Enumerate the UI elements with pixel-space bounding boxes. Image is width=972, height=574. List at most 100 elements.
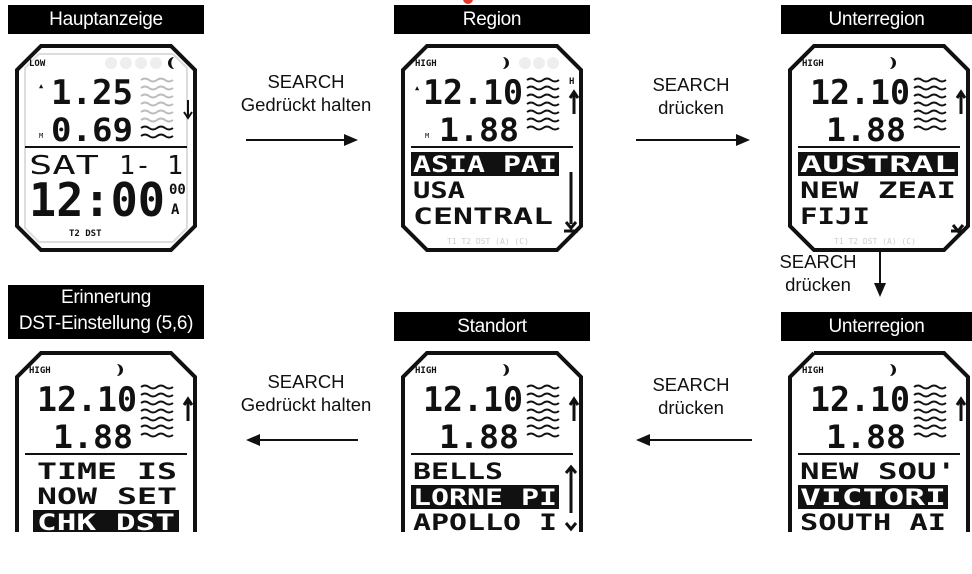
tide-height-mid: 1.88 <box>826 111 906 149</box>
tide-height-mid: 1.88 <box>826 418 906 456</box>
button-action: Gedrückt halten <box>240 94 372 115</box>
up-arrow-icon <box>182 396 194 421</box>
list-item: NEW SOU' <box>800 460 956 485</box>
watch-display: HIGH 12.10 1.88 BELLS LORNE PI APOLLO I <box>401 351 583 532</box>
scroll-down-icon <box>951 224 965 234</box>
panel-subregion-1: Unterregion HIGH 12.10 1.88 AUSTRAL NEW … <box>781 5 972 267</box>
moon-icon <box>117 364 123 376</box>
tide-trend-arrow-icon <box>183 100 193 120</box>
panel-subregion-2: Unterregion HIGH 12.10 1.88 NEW SOU' VIC… <box>781 312 972 574</box>
svg-text:M: M <box>425 132 429 140</box>
panel-title: Unterregion <box>781 5 972 34</box>
transition-label: SEARCH drücken <box>636 73 746 119</box>
panel-location: Standort HIGH 12.10 1.88 BELLS LORNE PI … <box>394 312 590 574</box>
list-item: ASIA PAI <box>413 153 557 178</box>
seconds: 00 <box>169 182 186 198</box>
status-indicators: T1 T2 DST (A) (C) <box>834 237 916 246</box>
button-action: Gedrückt halten <box>240 394 372 415</box>
left-arrow-icon <box>636 434 752 446</box>
tide-height-mid: 1.88 <box>439 418 519 456</box>
panel-title-line: DST-Einstellung (5,6) <box>18 313 194 334</box>
tide-height-top: 12.10 <box>423 380 523 420</box>
panel-reminder: Erinnerung DST-Einstellung (5,6) HIGH 12… <box>8 285 204 547</box>
tide-indicator: HIGH <box>415 59 437 69</box>
button-name: SEARCH <box>652 74 730 95</box>
panel-title: Region <box>394 5 590 34</box>
left-arrow-icon <box>246 434 358 446</box>
list-item: NEW ZEAI <box>800 179 956 204</box>
moon-icon <box>890 57 896 69</box>
tide-height-top: 12.10 <box>810 380 910 420</box>
tide-wave-graph <box>140 77 174 139</box>
moon-phase-icons <box>105 57 174 69</box>
button-name: SEARCH <box>267 71 345 92</box>
tide-height-top: 1.25 <box>51 73 133 113</box>
down-arrow-icon <box>874 249 886 297</box>
day-of-week: SAT <box>29 151 100 181</box>
list-item: SOUTH AI <box>800 511 946 532</box>
transition-label: SEARCH drücken <box>772 250 864 296</box>
panel-title-line: Erinnerung <box>61 287 151 308</box>
up-arrow-icon <box>568 396 580 421</box>
tide-indicator: HIGH <box>29 366 51 376</box>
tide-height-mid: 1.88 <box>439 111 519 149</box>
moon-icon <box>503 364 509 376</box>
watch-display: HIGH 12.10 1.88 TIME IS NOW SET CHK DST <box>15 351 197 532</box>
up-arrow-icon <box>955 396 967 421</box>
moon-icon <box>890 364 896 376</box>
list-item: CENTRAL <box>413 205 553 230</box>
tide-height-top: 12.10 <box>423 73 523 113</box>
message-line: TIME IS <box>37 460 177 485</box>
svg-text:M: M <box>39 132 43 140</box>
svg-text:H: H <box>569 77 574 87</box>
tide-wave-graph <box>913 77 947 131</box>
scroll-icon <box>564 464 578 532</box>
svg-text:▲: ▲ <box>415 84 420 92</box>
watch-display: HIGH ▲ 12.10 M 1.88 H ASIA PAI USA CENTR… <box>401 44 583 252</box>
tide-indicator: HIGH <box>415 366 437 376</box>
watch-display: HIGH 12.10 1.88 NEW SOU' VICTORI SOUTH A… <box>788 351 970 532</box>
message-line: CHK DST <box>37 511 175 532</box>
button-name: SEARCH <box>267 371 345 392</box>
transition-label: SEARCH drücken <box>636 373 746 419</box>
panel-main: Hauptanzeige LOW ▲ 1.25 M 0.69 SAT 1- 1 … <box>8 5 204 267</box>
watch-display: HIGH 12.10 1.88 AUSTRAL NEW ZEAI FIJI T1… <box>788 44 970 252</box>
up-arrow-icon <box>955 89 967 114</box>
scroll-down-icon <box>564 172 578 233</box>
watch-display: LOW ▲ 1.25 M 0.69 SAT 1- 1 12:00 00 A T2… <box>15 44 197 252</box>
status-indicators: T1 T2 DST (A) (C) <box>447 237 529 246</box>
time: 12:00 <box>29 173 165 227</box>
button-action: drücken <box>785 274 851 295</box>
button-action: drücken <box>658 97 724 118</box>
message-line: NOW SET <box>37 485 177 510</box>
date: 1- 1 <box>119 151 183 181</box>
list-item: BELLS <box>413 460 503 485</box>
panel-title: Erinnerung DST-Einstellung (5,6) <box>8 285 204 339</box>
right-arrow-icon <box>246 134 358 146</box>
status-indicators: T2 DST <box>69 229 102 239</box>
transition-label: SEARCH Gedrückt halten <box>228 370 384 416</box>
am-pm: A <box>171 202 180 218</box>
tide-wave-graph <box>913 384 947 438</box>
svg-text:▲: ▲ <box>39 82 44 90</box>
button-name: SEARCH <box>652 374 730 395</box>
list-item: FIJI <box>800 205 870 230</box>
list-item: VICTORI <box>800 486 946 511</box>
tide-indicator: HIGH <box>802 366 824 376</box>
button-name: SEARCH <box>779 251 857 272</box>
tide-height-mid: 0.69 <box>51 111 133 149</box>
list-item: LORNE PI <box>413 486 557 511</box>
tide-wave-graph <box>526 77 560 131</box>
list-item: APOLLO I <box>413 511 557 532</box>
tide-wave-graph <box>140 384 174 438</box>
tide-height-top: 12.10 <box>37 380 137 420</box>
highlight-marker <box>463 0 473 4</box>
tide-indicator: HIGH <box>802 59 824 69</box>
tide-indicator: LOW <box>29 59 46 69</box>
tide-height-top: 12.10 <box>810 73 910 113</box>
transition-label: SEARCH Gedrückt halten <box>228 70 384 116</box>
tide-wave-graph <box>526 384 560 438</box>
list-item: AUSTRAL <box>800 153 956 178</box>
button-action: drücken <box>658 397 724 418</box>
panel-title: Standort <box>394 312 590 341</box>
